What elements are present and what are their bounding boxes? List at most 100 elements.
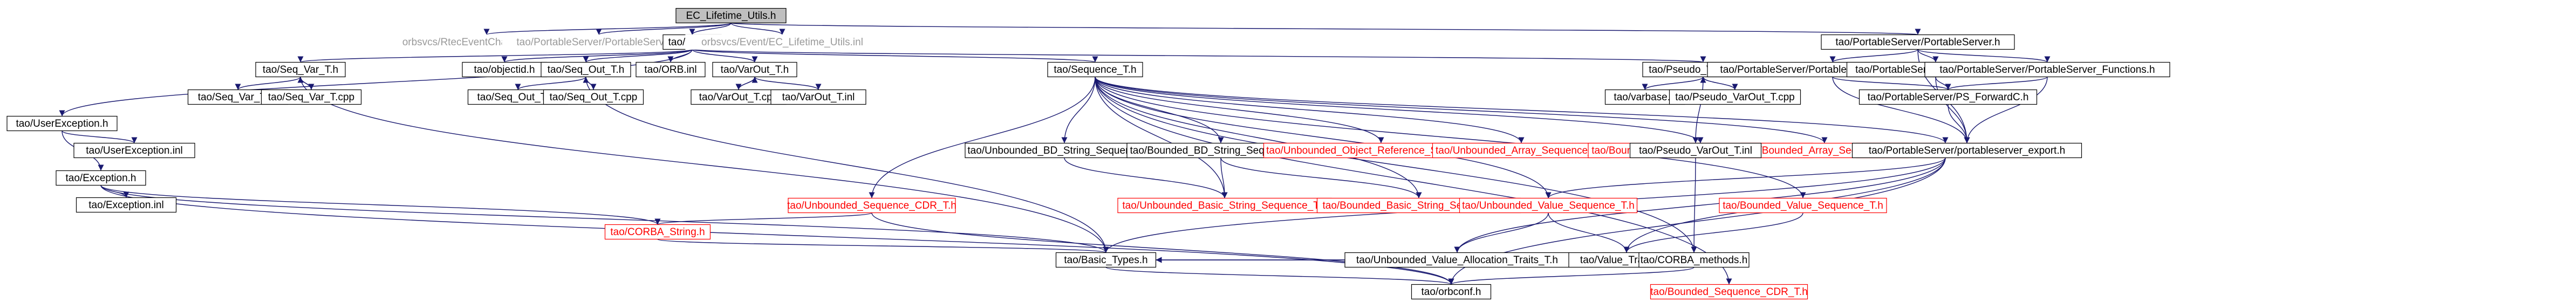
edge-psfwd-to-psexport [1935,77,1970,143]
node-corbas: tao/CORBA_String.h [604,224,711,240]
edge-corbam-to-orbconf [1448,266,1694,285]
node-box [1650,284,1808,300]
node-ue_h[interactable]: tao/UserException.h [6,115,118,132]
node-label: orbsvcs/Event/EC_Lifetime_Utils.inl [701,37,863,48]
node-box [1719,197,1887,214]
node-psexport[interactable]: tao/PortableServer/portableserver_export… [1851,142,2082,159]
edge-exc_h-to-corbas [100,184,661,225]
edge-orbh-to-sot_h [583,49,693,63]
node-orbinl[interactable]: tao/ORB.inl [636,61,706,78]
node-pvotinl[interactable]: tao/Pseudo_VarOut_T.inl [1629,142,1762,159]
node-uas: tao/Unbounded_Array_Sequence_T.h [1432,142,1611,159]
node-label: tao/Exception.h [66,173,136,184]
edge-seqt_h-to-uors [1095,77,1384,143]
node-label: tao/varbase.h [1614,92,1676,103]
node-label: tao/Unbounded_Value_Allocation_Traits_T.… [1356,255,1558,266]
node-vot_h[interactable]: tao/VarOut_T.h [712,61,797,78]
node-label: tao/Seq_Out_T.h [548,64,625,76]
edge-pvot_h-to-varbase [1642,76,1704,91]
edge-corbas-to-btypes [657,238,1109,253]
node-sot_h[interactable]: tao/Seq_Out_T.h [541,61,631,78]
edge-seqt_h-to-corbam [1095,77,1697,253]
node-svt_h[interactable]: tao/Seq_Var_T.h [255,61,346,78]
node-exc_h[interactable]: tao/Exception.h [56,170,146,186]
node-uvat[interactable]: tao/Unbounded_Value_Allocation_Traits_T.… [1344,252,1570,268]
node-label: tao/Unbounded_BD_String_Sequence_T.h [967,145,1161,156]
edge-root-to-ecinl [730,22,785,36]
edge-root-to-rec [483,22,732,36]
edge-psh2-to-psfunc [1917,49,2051,63]
node-label: tao/Pseudo_VarOut_T.inl [1639,145,1752,156]
node-psfunc[interactable]: tao/PortableServer/PortableServer_Functi… [1924,61,2170,78]
node-svtcpp[interactable]: tao/Seq_Var_T.cpp [261,89,362,105]
node-box [1344,252,1570,268]
node-label: tao/PortableServer/PortableServer_Functi… [1939,64,2155,76]
edge-psfwdc-to-psexport [1948,104,1970,143]
node-sotcpp[interactable]: tao/Seq_Out_T.cpp [543,89,644,105]
node-box [604,224,711,240]
node-box [261,89,362,105]
edge-orbh-to-seqt_h [692,49,1098,63]
node-layer: EC_Lifetime_Utils.horbsvcs/RtecEventChan… [6,8,2170,300]
node-bscdr: tao/Bounded_Sequence_CDR_T.h [1650,284,1808,300]
node-box [541,61,631,78]
edge-psfwd-to-psfwdc [1935,77,1951,90]
edge-pvotcpp-to-pvot_h [1700,77,1735,90]
node-label: tao/ORB.inl [644,64,696,76]
node-label: tao/Unbounded_Array_Sequence_T.h [1436,145,1607,156]
node-label: tao/Unbounded_Value_Sequence_T.h [1462,200,1635,211]
node-box [1047,61,1143,78]
edge-seqt_h-to-bvs [1095,77,1806,198]
node-label: tao/Seq_Var_T.h [263,64,338,76]
edge-wfunc-to-psfwdc [1832,76,1951,91]
node-orbconf[interactable]: tao/orbconf.h [1411,284,1492,300]
edge-uos-to-uvat [1454,157,1946,253]
node-label: tao/objectid.h [474,64,535,76]
node-label: tao/CORBA_String.h [610,226,705,238]
node-ecinl: orbsvcs/Event/EC_Lifetime_Utils.inl [685,34,879,50]
node-box [1858,89,2038,105]
node-seqt_h[interactable]: tao/Sequence_T.h [1047,61,1143,78]
node-obj_h[interactable]: tao/objectid.h [462,61,547,78]
node-box [56,170,146,186]
edge-uscdr-to-orbconf [871,212,1454,285]
node-label: tao/Seq_Out_T.cpp [550,92,638,103]
node-votinl[interactable]: tao/VarOut_T.inl [770,89,866,105]
node-label: tao/Seq_Out_T.inl [477,92,558,103]
node-ubss: tao/Unbounded_Basic_String_Sequence_T.h [1117,197,1332,214]
edge-vot_h-to-votinl [754,76,822,91]
edge-seqt_h-to-uas [1095,77,1525,143]
node-ueinl[interactable]: tao/UserException.inl [73,142,195,159]
edge-root-to-psh2 [730,22,1920,36]
node-pvotcpp[interactable]: tao/Pseudo_VarOut_T.cpp [1669,89,1801,105]
edge-pvotinl-to-corbam [1691,157,1697,253]
node-votcpp[interactable]: tao/VarOut_T.cpp [691,89,787,105]
node-psfwdc[interactable]: tao/PortableServer/PS_ForwardC.h [1858,89,2038,105]
node-corbam[interactable]: tao/CORBA_methods.h [1638,252,1750,268]
node-box [712,61,797,78]
node-root[interactable]: EC_Lifetime_Utils.h [675,8,787,24]
node-btypes[interactable]: tao/Basic_Types.h [1055,252,1157,268]
edge-votcpp-to-vot_h [738,77,758,90]
edge-psfunc-to-psfwdc [1945,76,2048,91]
edge-seqt_h-to-bscdr [1095,77,1732,285]
node-uscdr: tao/Unbounded_Sequence_CDR_T.h [787,197,956,214]
edge-sot_h-to-sotinl [515,76,586,91]
node-label: tao/Basic_Types.h [1064,255,1147,266]
node-psh2[interactable]: tao/PortableServer/PortableServer.h [1821,34,2015,50]
edge-orbh-to-ue_h [59,49,693,116]
edge-orbh-to-obj_h [501,49,693,63]
edge-seqt_h-to-bors [1095,77,1704,143]
node-box [788,197,956,214]
edge-seqt_h-to-uscdr [869,77,1096,198]
node-box [770,89,866,105]
node-label: tao/Sequence_T.h [1054,64,1136,76]
edge-psh2-to-psfwd [1917,49,1939,63]
edge-psfunc-to-psexport [1964,77,2048,143]
node-box [1851,142,2082,159]
node-excinl[interactable]: tao/Exception.inl [76,197,177,213]
node-box [1117,197,1332,214]
node-box [1669,89,1801,105]
edge-seqt_h-to-ubss [1095,77,1228,198]
